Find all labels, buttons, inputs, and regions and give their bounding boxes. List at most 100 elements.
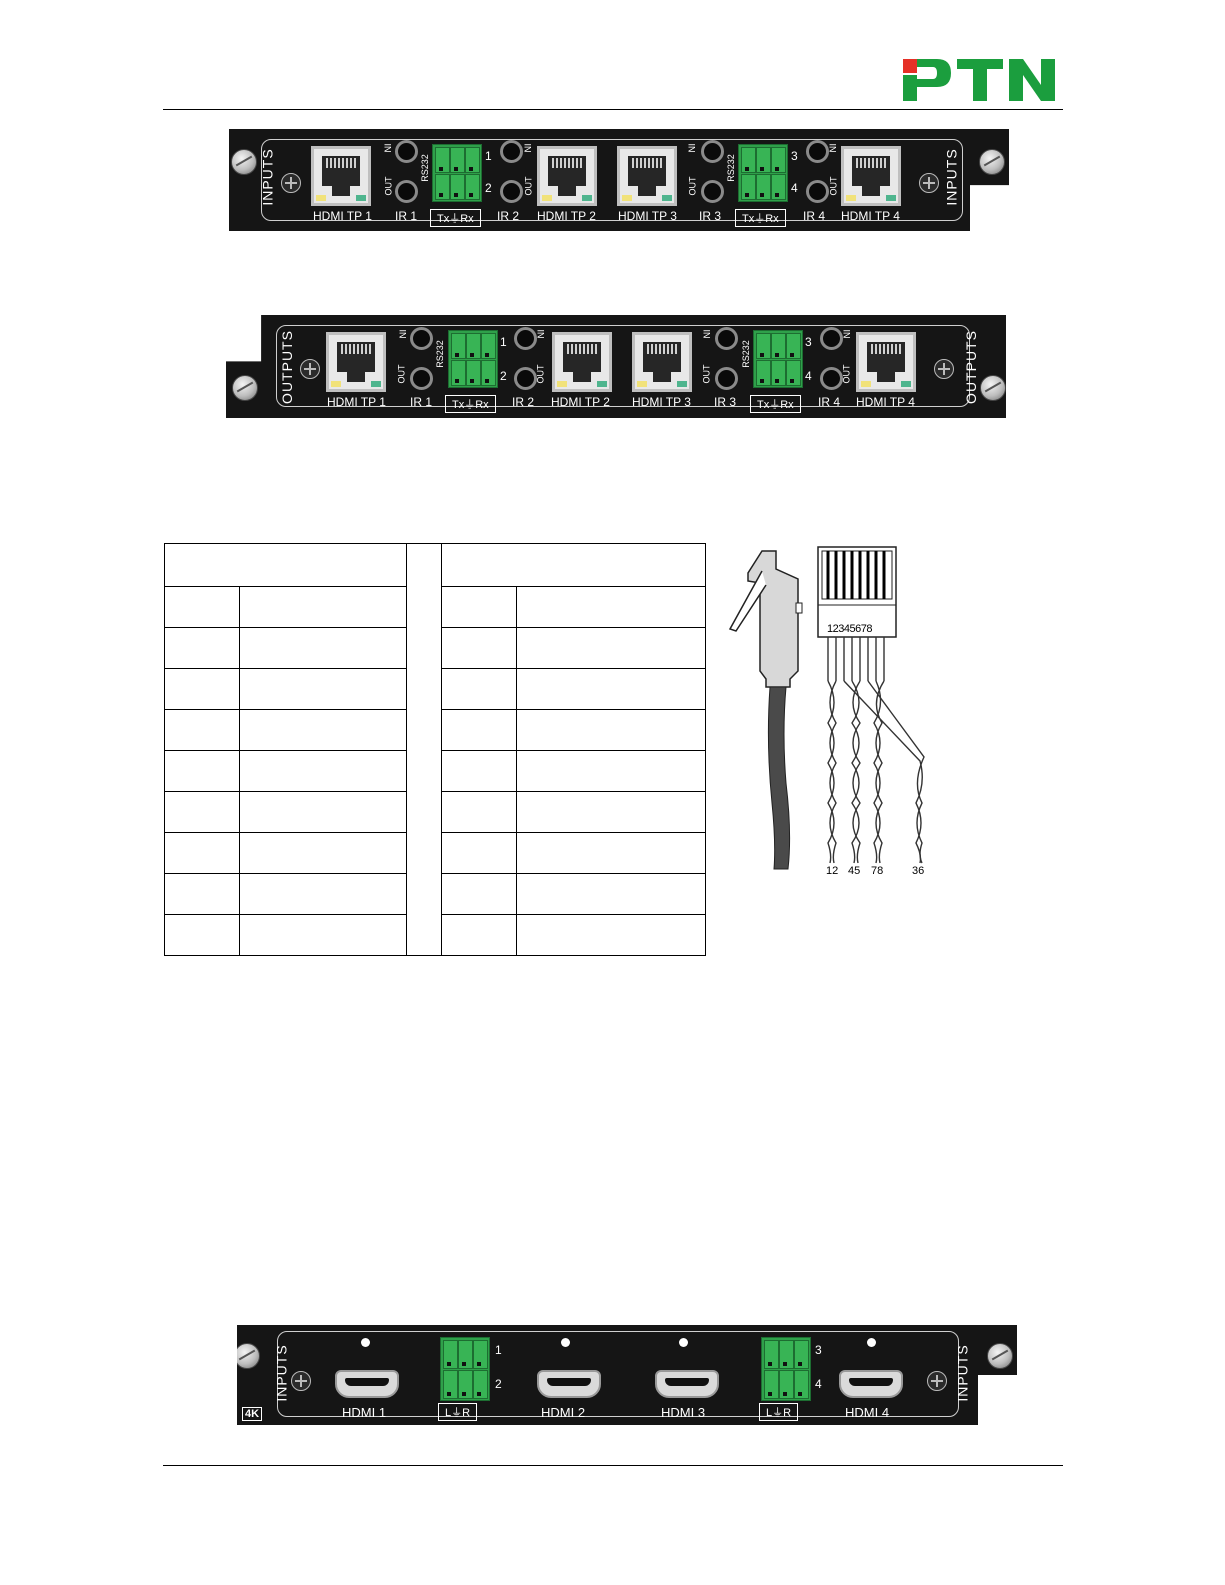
table-cell (164, 543, 407, 587)
channel-number: 2 (500, 369, 507, 383)
hdmi-port-1[interactable] (335, 1370, 399, 1398)
footer-link[interactable] (127, 1572, 267, 1582)
ir-in-jack-1[interactable] (410, 327, 433, 350)
channel-number: 1 (500, 335, 507, 349)
rs232-terminal-block-2[interactable] (753, 330, 803, 388)
header-rule (163, 109, 1063, 110)
terminal-label: Tx⏚Rx (735, 209, 786, 227)
rs232-terminal-block-1[interactable] (448, 330, 498, 388)
side-label-right: INPUTS (954, 1344, 971, 1402)
in-label: IN (701, 329, 712, 339)
ir-in-jack-4[interactable] (806, 140, 829, 163)
in-label: IN (827, 143, 838, 153)
table-header-row (164, 543, 706, 956)
mount-screw-icon (927, 1371, 947, 1391)
pair-label: 36 (912, 865, 925, 877)
channel-number: 3 (805, 335, 812, 349)
port-label: HDMI TP 3 (632, 395, 691, 409)
status-led (867, 1338, 876, 1347)
terminal-label: Tx⏚Rx (430, 209, 481, 227)
hdmi-port-2[interactable] (537, 1370, 601, 1398)
ir-out-jack-2[interactable] (500, 180, 523, 203)
rj45-cable-diagram: 12345678 12 45 78 36 (726, 543, 936, 883)
channel-number: 1 (495, 1343, 502, 1357)
ir-label: IR 4 (818, 395, 841, 409)
table-row (164, 709, 706, 751)
terminal-label: L⏚R (438, 1403, 478, 1421)
in-label: IN (397, 329, 408, 339)
rj45-port-1[interactable] (311, 146, 371, 206)
channel-number: 4 (805, 369, 812, 383)
out-label: OUT (535, 364, 546, 384)
ir-label: IR 1 (410, 395, 433, 409)
out-label: OUT (523, 176, 534, 196)
ir-in-jack-1[interactable] (395, 140, 418, 163)
panel-border (261, 139, 963, 221)
table-row (164, 668, 706, 710)
side-label-left: OUTPUTS (278, 330, 295, 404)
rs232-terminal-block-1[interactable] (432, 144, 482, 202)
audio-terminal-block-2[interactable] (761, 1337, 811, 1401)
screw-icon (237, 1343, 260, 1369)
audio-terminal-block-1[interactable] (440, 1337, 490, 1401)
wire-pairs (827, 637, 925, 864)
input-tp-card-panel: INPUTS INPUTS HDMI TP 1 IN OUT IR 1 RS23… (229, 129, 1009, 231)
pin-assignment-table (164, 543, 706, 956)
screw-icon (987, 1343, 1013, 1369)
ir-out-jack-3[interactable] (715, 367, 738, 390)
screw-icon (979, 149, 1005, 175)
table-row (164, 914, 706, 956)
ir-in-jack-2[interactable] (500, 140, 523, 163)
terminal-label: Tx⏚Rx (445, 395, 496, 413)
in-label: IN (535, 329, 546, 339)
pair-label: 45 (848, 865, 861, 877)
ir-out-jack-4[interactable] (806, 180, 829, 203)
ir-label: IR 2 (497, 209, 520, 223)
port-label: HDMI TP 3 (618, 209, 677, 223)
channel-number: 2 (485, 181, 492, 195)
ir-out-jack-1[interactable] (410, 367, 433, 390)
rj45-port-3[interactable] (617, 146, 677, 206)
hdmi-port-4[interactable] (839, 1370, 903, 1398)
ir-out-jack-3[interactable] (701, 180, 724, 203)
pin-contacts (826, 551, 886, 599)
led-green (356, 195, 366, 201)
terminal-label: Tx⏚Rx (750, 395, 801, 413)
port-label: HDMI TP 4 (841, 209, 900, 223)
rj45-port-3[interactable] (632, 332, 692, 392)
ir-label: IR 1 (395, 209, 418, 223)
rj45-port-2[interactable] (552, 332, 612, 392)
ir-out-jack-4[interactable] (820, 367, 843, 390)
table-row (164, 750, 706, 792)
side-label-right: INPUTS (943, 148, 960, 206)
side-label-right: OUTPUTS (962, 330, 979, 404)
port-label: HDMI 2 (541, 1405, 586, 1420)
ir-in-jack-3[interactable] (701, 140, 724, 163)
ir-in-jack-3[interactable] (715, 327, 738, 350)
rs232-label: RS232 (740, 340, 751, 368)
ir-label: IR 2 (512, 395, 535, 409)
4k-badge: 4K (242, 1407, 263, 1421)
table-row (164, 627, 706, 669)
port-label: HDMI 4 (845, 1405, 890, 1420)
mount-screw-icon (281, 173, 301, 193)
led-yellow (316, 195, 326, 201)
ir-in-jack-2[interactable] (514, 327, 537, 350)
hdmi-port-3[interactable] (655, 1370, 719, 1398)
input-hdmi-4k-card-panel: INPUTS INPUTS 4K HDMI 1 L⏚R 1 2 HDMI 2 H… (237, 1325, 1017, 1425)
rj45-port-4[interactable] (841, 146, 901, 206)
rj45-port-1[interactable] (326, 332, 386, 392)
rs232-terminal-block-2[interactable] (738, 144, 788, 202)
table-divider-cell (406, 543, 442, 956)
mount-screw-icon (934, 359, 954, 379)
rj45-port-2[interactable] (537, 146, 597, 206)
ir-in-jack-4[interactable] (820, 327, 843, 350)
ir-out-jack-2[interactable] (514, 367, 537, 390)
rj45-port-4[interactable] (856, 332, 916, 392)
port-label: HDMI TP 1 (327, 395, 386, 409)
in-label: IN (382, 143, 393, 153)
table-row (164, 586, 706, 628)
ir-out-jack-1[interactable] (395, 180, 418, 203)
cable-diagram-graphic (728, 546, 925, 870)
table-cell (441, 543, 706, 587)
